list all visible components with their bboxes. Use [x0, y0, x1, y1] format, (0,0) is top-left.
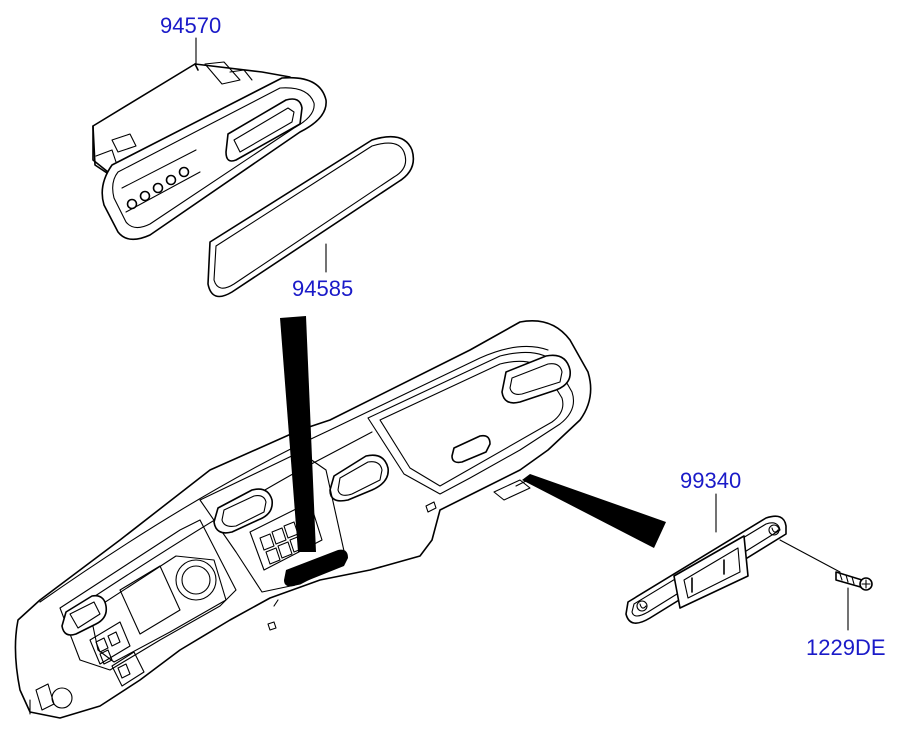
display-mount-slot [284, 549, 348, 587]
display-module-94570 [92, 37, 327, 241]
part-number-1229DE[interactable]: 1229DE [806, 635, 886, 660]
part-number-94570[interactable]: 94570 [160, 13, 222, 38]
part-number-99340[interactable]: 99340 [680, 468, 742, 493]
part-number-94585[interactable]: 94585 [292, 276, 354, 301]
lens-cover-94585 [207, 135, 415, 298]
install-pointer-plate [522, 474, 666, 548]
screw-1229DE [779, 539, 873, 631]
install-pointer-display [280, 316, 316, 552]
cover-plate-99340 [625, 493, 787, 624]
instrument-panel [14, 320, 592, 719]
